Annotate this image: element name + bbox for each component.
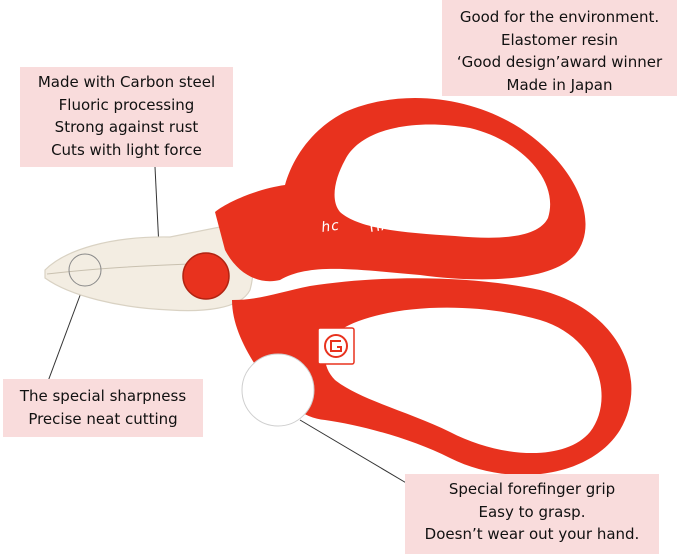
callout-line: Fluoric processing (58, 95, 195, 114)
sharpness-highlight-circle (68, 253, 102, 287)
environment-callout: Good for the environment. Elastomer resi… (442, 0, 677, 96)
forefinger-grip-callout: Special forefinger grip Easy to grasp. D… (405, 474, 659, 554)
callout-line: Elastomer resin (500, 30, 619, 49)
forefinger-grip (241, 353, 315, 427)
callout-line: Strong against rust (54, 118, 199, 136)
upper-handle (215, 98, 586, 282)
callout-line: Good for the environment. (459, 8, 660, 26)
callout-line: Made in Japan (506, 75, 613, 94)
callout-line: Made with Carbon steel (37, 73, 216, 91)
callout-line: The special sharpness (19, 387, 187, 405)
brand-logo: hc (320, 218, 341, 236)
grip-leader-line (299, 419, 409, 485)
pivot-screw (182, 252, 230, 300)
callout-line: Easy to grasp. (478, 502, 586, 521)
brand-name: HAND CREATION—F (368, 199, 523, 236)
callout-line: ‘Good design’award winner (456, 53, 663, 71)
good-design-g-icon (330, 340, 342, 352)
sharpness-callout: The special sharpness Precise neat cutti… (3, 379, 203, 437)
callout-line: Precise neat cutting (28, 409, 178, 428)
blade-edge (46, 263, 191, 275)
callout-line: Special forefinger grip (448, 480, 616, 498)
good-design-mark-icon (324, 334, 348, 358)
callout-line: Doesn’t wear out your hand. (424, 525, 640, 543)
sharpness-leader-line (46, 281, 86, 385)
good-design-badge (317, 327, 355, 365)
callout-line: Cuts with light force (51, 140, 202, 159)
carbon-steel-callout: Made with Carbon steel Fluoric processin… (20, 67, 233, 167)
